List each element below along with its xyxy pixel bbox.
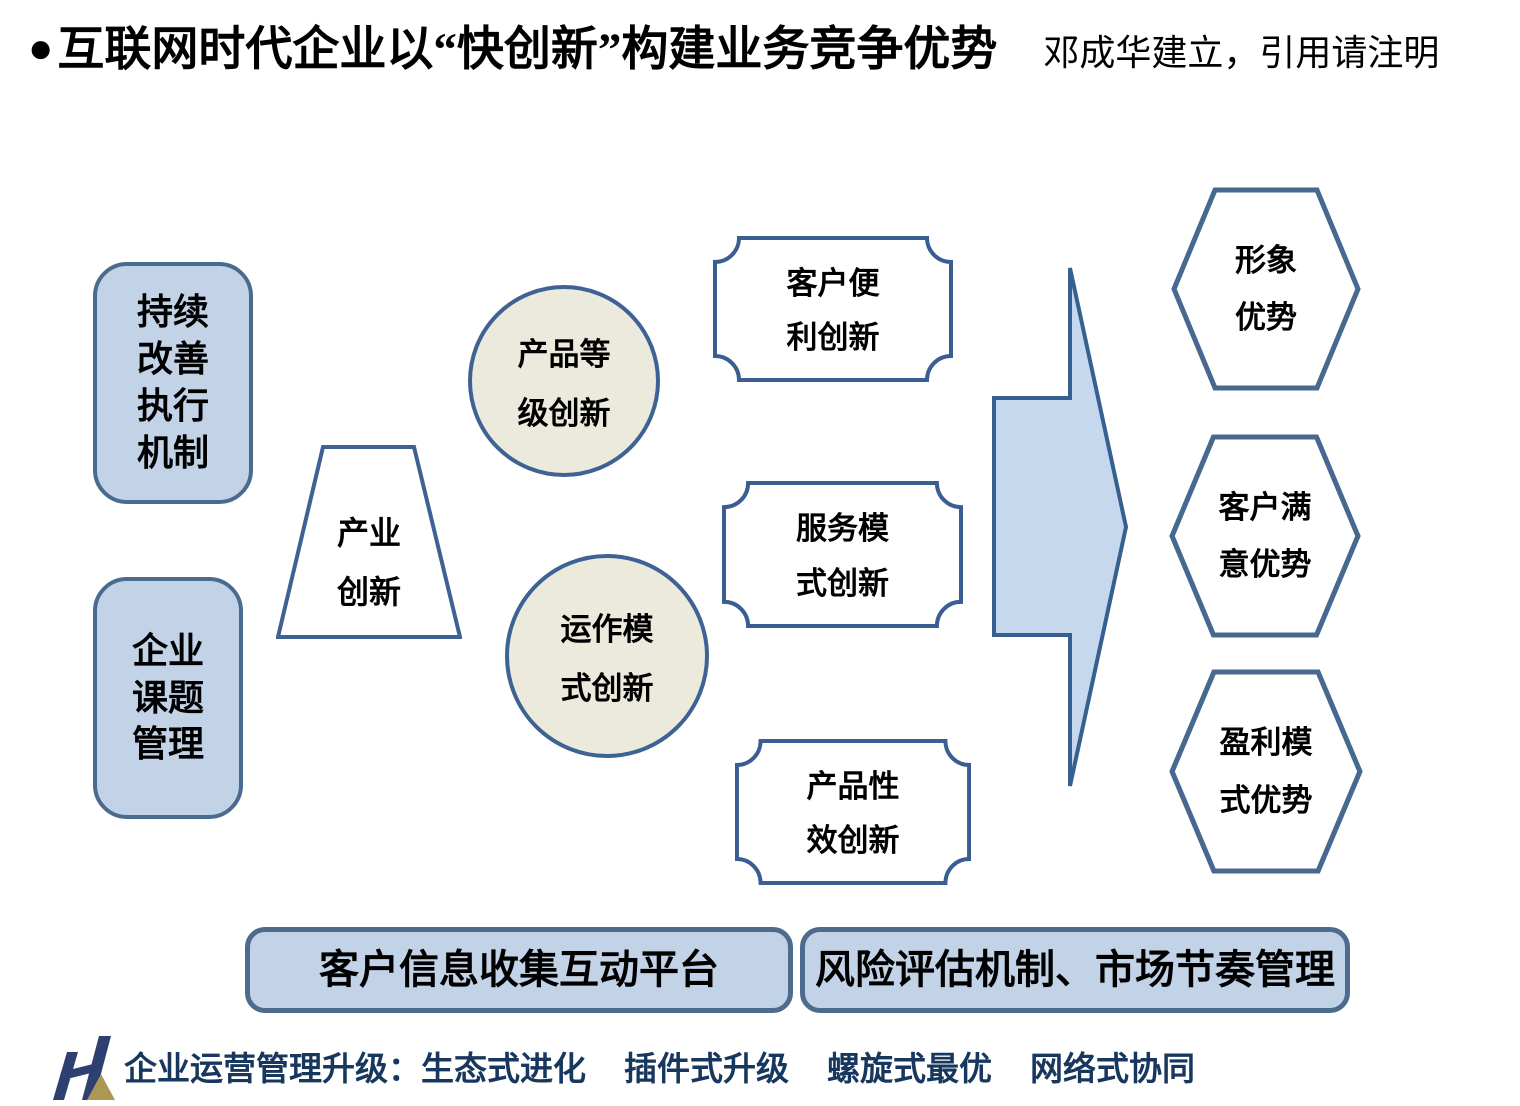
box-enterprise-topic-label: 企业 课题 管理: [131, 630, 204, 765]
plaque-shape: [713, 236, 953, 382]
plaque-product-performance-innovation: 产品性 效创新: [735, 739, 971, 885]
circle-product-grade-label: 产品等 级创新: [517, 337, 611, 431]
bar-risk-assessment-label: 风险评估机制、市场节奏管理: [815, 947, 1335, 992]
hexagon-profit-model-advantage: 盈利模 式优势: [1169, 669, 1363, 874]
hexagon-shape: [1171, 187, 1361, 391]
plaque-product-performance-label: 产品性 效创新: [806, 768, 900, 858]
hexagon-image-advantage-label: 形象 优势: [1235, 242, 1297, 335]
right-arrow-shape: [990, 262, 1130, 792]
title-text: 互联网时代企业以“快创新”构建业务竞争优势: [57, 24, 998, 76]
hexagon-shape: [1169, 669, 1363, 874]
hexagon-customer-satisfaction-advantage: 客户满 意优势: [1169, 434, 1361, 638]
attribution-text: 邓成华建立，引用请注明: [1043, 33, 1440, 73]
plaque-customer-convenience-innovation: 客户便 利创新: [713, 236, 953, 382]
footer-slogan-item: 螺旋式最优: [827, 1052, 992, 1088]
plaque-service-model-label: 服务模 式创新: [796, 511, 889, 601]
box-enterprise-topic-management: 企业 课题 管理: [93, 577, 243, 819]
footer: 企业运营管理升级：生态式进化 插件式升级 螺旋式最优 网络式协同: [44, 1028, 1520, 1104]
hexagon-customer-satisfaction-label: 客户满 意优势: [1218, 489, 1312, 582]
bar-customer-info-platform-label: 客户信息收集互动平台: [319, 947, 719, 992]
trapezoid-label: 产业 创新: [336, 514, 401, 610]
circle-product-grade-innovation: 产品等 级创新: [468, 285, 660, 477]
trapezoid-shape: [276, 445, 462, 639]
hexagon-shape: [1169, 434, 1361, 638]
box-continuous-improvement-label: 持续 改善 执行 机制: [136, 292, 209, 473]
circle-operation-model-innovation: 运作模 式创新: [505, 554, 709, 758]
hexagon-profit-model-label: 盈利模 式优势: [1219, 725, 1313, 818]
right-arrow-icon: [992, 267, 1129, 787]
footer-slogan-prefix: 企业运营管理升级：: [124, 1052, 421, 1088]
circle-operation-model-label: 运作模 式创新: [560, 612, 654, 706]
bar-customer-info-platform: 客户信息收集互动平台: [245, 927, 793, 1013]
company-logo-icon: [53, 1036, 115, 1100]
trapezoid-industry-innovation: 产业 创新: [276, 445, 462, 639]
bullet-icon: ●: [28, 26, 54, 72]
plaque-shape: [722, 481, 963, 628]
plaque-service-model-innovation: 服务模 式创新: [722, 481, 963, 628]
plaque-customer-convenience-label: 客户便 利创新: [786, 265, 880, 355]
footer-slogan-item: 网络式协同: [1030, 1052, 1195, 1088]
footer-slogan: 企业运营管理升级：生态式进化 插件式升级 螺旋式最优 网络式协同: [124, 1042, 1195, 1090]
hexagon-image-advantage: 形象 优势: [1171, 187, 1361, 391]
footer-slogan-item: 插件式升级: [624, 1052, 789, 1088]
footer-slogan-item: 生态式进化: [421, 1052, 586, 1088]
box-continuous-improvement-mechanism: 持续 改善 执行 机制: [93, 262, 253, 504]
page-title: ● 互联网时代企业以“快创新”构建业务竞争优势 邓成华建立，引用请注明: [28, 10, 1512, 79]
plaque-shape: [735, 739, 971, 885]
bar-risk-assessment-market-rhythm: 风险评估机制、市场节奏管理: [800, 927, 1350, 1013]
